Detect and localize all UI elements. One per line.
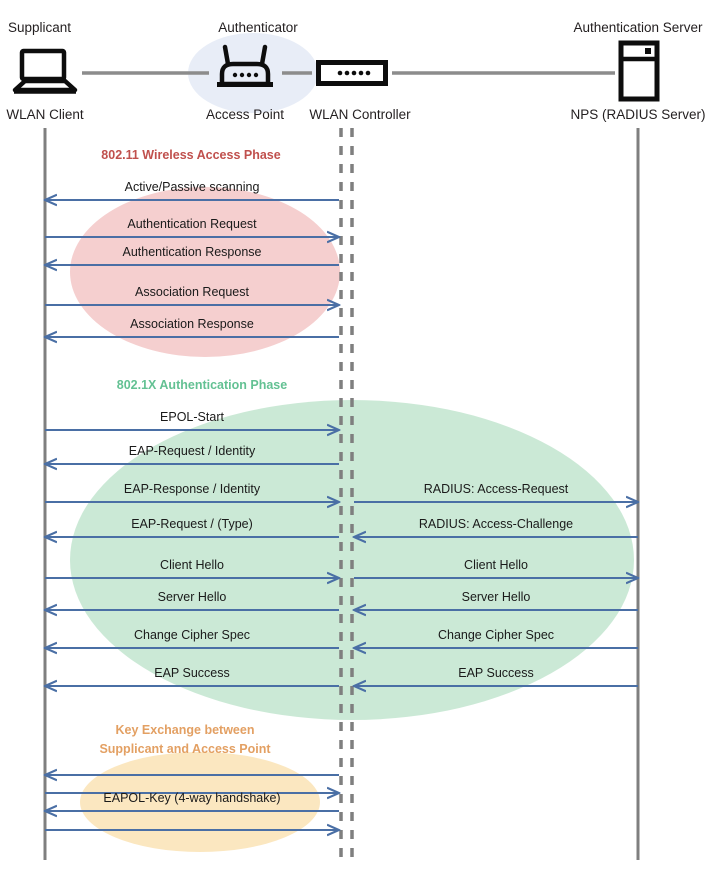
message-label-m22: EAPOL-Key (4-way handshake) xyxy=(103,791,281,805)
role-label-supplicant: Supplicant xyxy=(8,20,72,35)
message-label-m3: Authentication Response xyxy=(122,245,262,259)
message-label-m5: Association Response xyxy=(130,317,254,331)
phase-label-wireless-access: 802.11 Wireless Access Phase xyxy=(101,148,281,162)
message-label-m15: RADIUS: Access-Challenge xyxy=(418,517,574,531)
message-label-m2: Authentication Request xyxy=(127,217,257,231)
server-rack-icon xyxy=(618,40,660,107)
role-label-authenticator: Authenticator xyxy=(218,20,298,35)
message-label-m8: EAP-Response / Identity xyxy=(123,482,261,496)
wireless-router-icon xyxy=(213,44,277,99)
phase-label-key-exchange-line1: Key Exchange between xyxy=(115,723,255,737)
message-label-m4: Association Request xyxy=(135,285,249,299)
message-label-m14: RADIUS: Access-Request xyxy=(423,482,569,496)
message-label-m6: EPOL-Start xyxy=(160,410,224,424)
node-label-wlan-client: WLAN Client xyxy=(6,107,84,122)
phase-label-key-exchange-line2: Supplicant and Access Point xyxy=(99,742,271,756)
node-label-access-point: Access Point xyxy=(205,107,285,122)
network-switch-icon xyxy=(316,60,388,91)
message-label-m10: Client Hello xyxy=(160,558,224,572)
message-label-m7: EAP-Request / Identity xyxy=(128,444,256,458)
phase-label-key-exchange: Key Exchange between Supplicant and Acce… xyxy=(99,721,270,759)
laptop-icon xyxy=(12,48,78,101)
message-label-m9: EAP-Request / (Type) xyxy=(131,517,253,531)
node-label-wlan-controller: WLAN Controller xyxy=(309,107,411,122)
message-label-m11: Server Hello xyxy=(157,590,227,604)
message-label-m16: Client Hello xyxy=(464,558,528,572)
role-label-authentication-server: Authentication Server xyxy=(573,20,703,35)
node-label-nps-radius-server: NPS (RADIUS Server) xyxy=(570,107,706,122)
message-label-m1: Active/Passive scanning xyxy=(124,180,260,194)
message-label-m12: Change Cipher Spec xyxy=(133,628,251,642)
phase-label-dot1x-auth: 802.1X Authentication Phase xyxy=(116,378,288,392)
message-label-m18: Change Cipher Spec xyxy=(437,628,555,642)
message-label-m19: EAP Success xyxy=(458,666,534,680)
authenticator-group-ellipse xyxy=(188,33,318,113)
phase-ellipse-key-exchange xyxy=(80,752,320,852)
message-label-m13: EAP Success xyxy=(154,666,230,680)
phase-ellipse-wireless-access xyxy=(70,187,340,357)
message-label-m17: Server Hello xyxy=(461,590,531,604)
